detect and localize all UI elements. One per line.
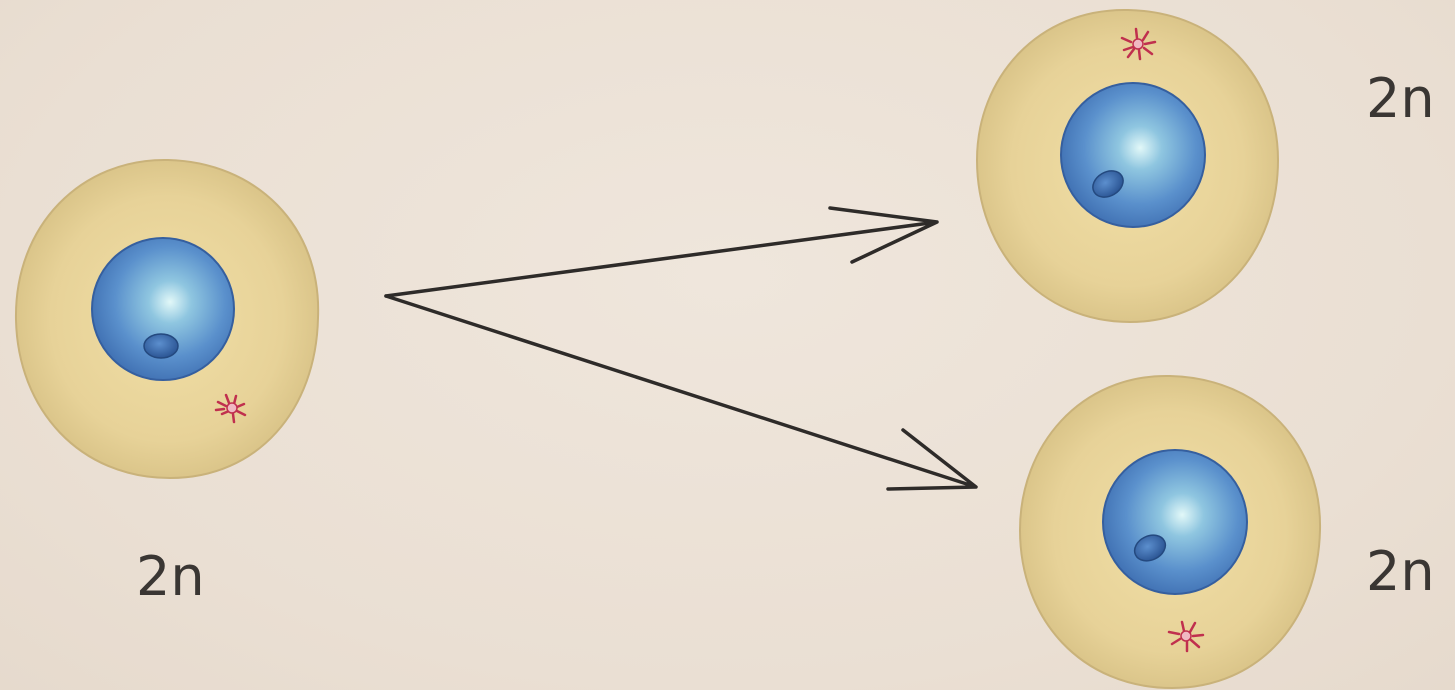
parent-nucleus: [92, 238, 234, 380]
top-nucleus: [1061, 83, 1205, 227]
parent-ploidy-label: 2n: [136, 550, 205, 604]
daughter-cell-bottom: [1020, 376, 1320, 688]
arrow-to-bottom-cell: [386, 296, 976, 489]
parent-cell: [16, 160, 318, 478]
arrow-to-top-cell: [386, 208, 937, 296]
division-arrows: [386, 208, 976, 489]
top-daughter-ploidy-label: 2n: [1366, 72, 1435, 126]
bottom-nucleus: [1103, 450, 1247, 594]
bottom-daughter-ploidy-label: 2n: [1366, 545, 1435, 599]
daughter-cell-top: [977, 10, 1278, 322]
parent-nucleolus: [144, 334, 178, 358]
